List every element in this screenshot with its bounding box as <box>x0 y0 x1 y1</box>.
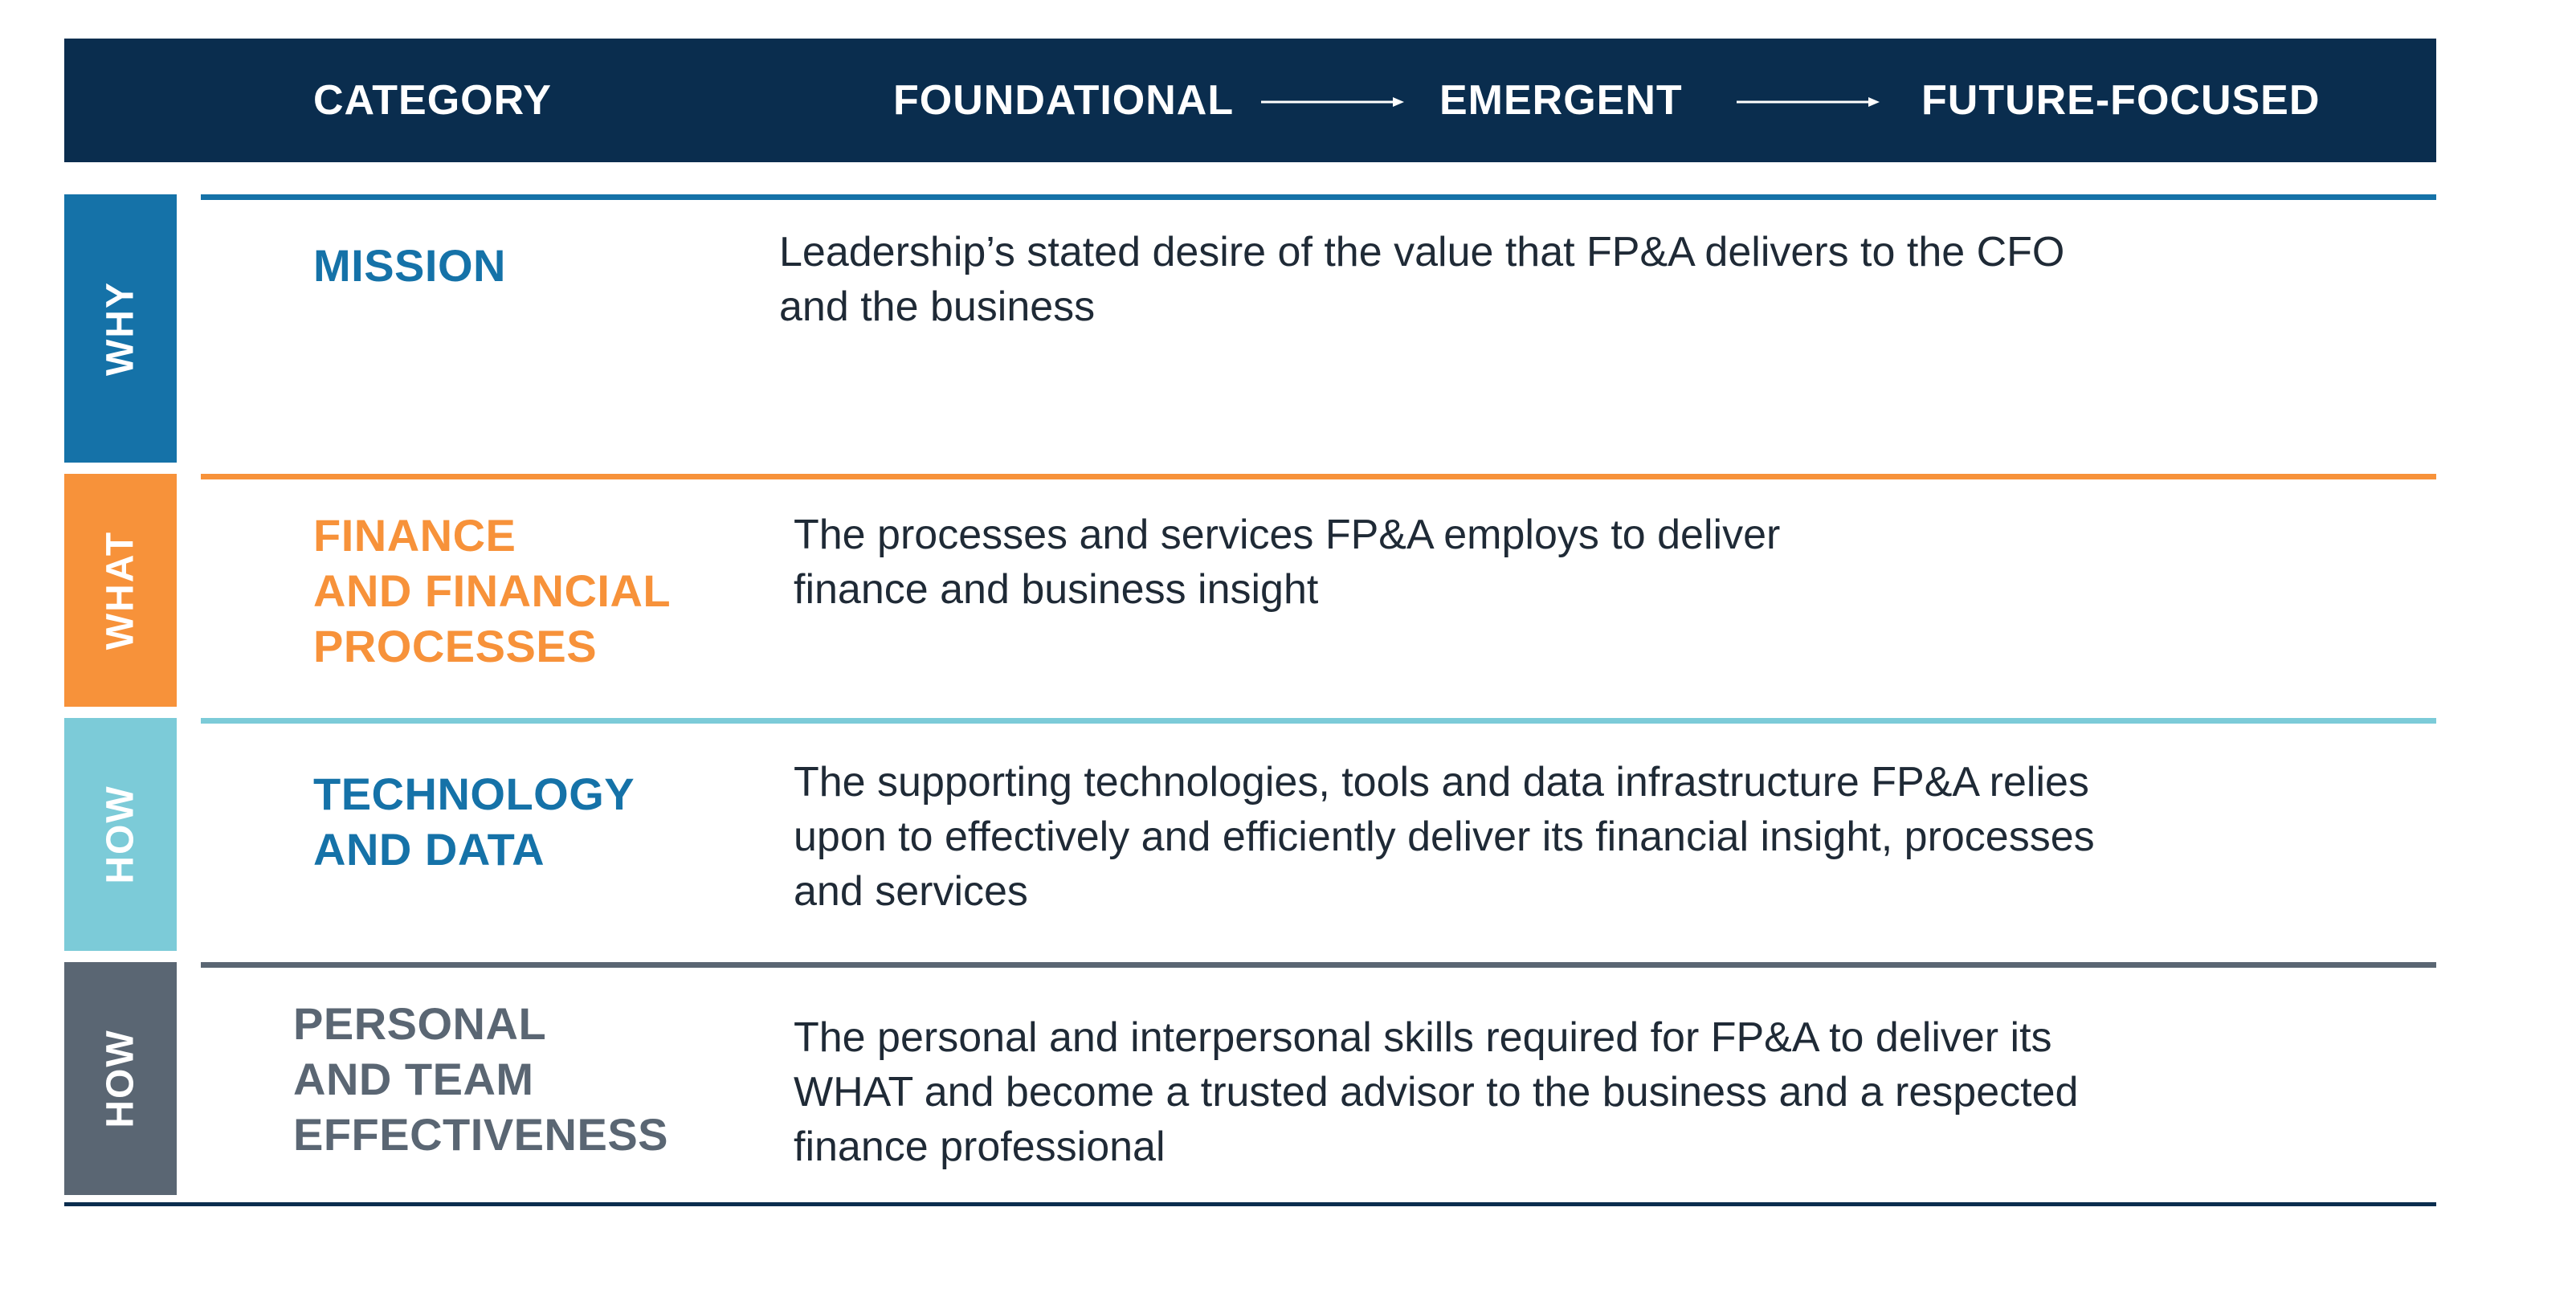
row-divider <box>201 194 2436 200</box>
row-why: WHY MISSION Leadership’s stated desire o… <box>64 194 2436 463</box>
arrow-right-icon <box>1737 96 1881 107</box>
row-how-technology: HOW TECHNOLOGY AND DATA The supporting t… <box>64 718 2436 951</box>
row-what: WHAT FINANCE AND FINANCIAL PROCESSES The… <box>64 474 2436 707</box>
side-tab-how: HOW <box>64 718 177 951</box>
header-foundational: FOUNDATIONAL <box>893 77 1235 124</box>
description-technology: The supporting technologies, tools and d… <box>794 759 2095 915</box>
side-tab-what: WHAT <box>64 474 177 707</box>
description-mission: Leadership’s stated desire of the value … <box>779 229 2065 330</box>
side-tab-why: WHY <box>64 194 177 463</box>
category-personal: PERSONAL AND TEAM EFFECTIVENESS <box>293 998 669 1160</box>
side-label: HOW <box>99 1029 142 1128</box>
side-label: WHAT <box>99 530 142 651</box>
bottom-divider <box>64 1202 2436 1206</box>
side-tab-how: HOW <box>64 962 177 1195</box>
description-finance: The processes and services FP&A employs … <box>794 512 1781 613</box>
row-divider <box>201 962 2436 968</box>
row-divider <box>201 718 2436 724</box>
header-emergent: EMERGENT <box>1439 77 1683 124</box>
category-technology: TECHNOLOGY AND DATA <box>313 769 635 875</box>
category-mission: MISSION <box>313 240 506 291</box>
description-personal: The personal and interpersonal skills re… <box>794 1014 2079 1170</box>
row-divider <box>201 474 2436 479</box>
arrow-right-icon <box>1261 96 1406 107</box>
row-how-personal: HOW PERSONAL AND TEAM EFFECTIVENESS The … <box>64 962 2436 1195</box>
side-label: WHY <box>99 281 142 376</box>
header-future-focused: FUTURE-FOCUSED <box>1921 77 2321 124</box>
category-finance: FINANCE AND FINANCIAL PROCESSES <box>313 510 672 671</box>
side-label: HOW <box>99 785 142 884</box>
header-category: CATEGORY <box>313 77 552 124</box>
header-bar: CATEGORY FOUNDATIONAL EMERGENT FUTURE-FO… <box>64 39 2436 162</box>
